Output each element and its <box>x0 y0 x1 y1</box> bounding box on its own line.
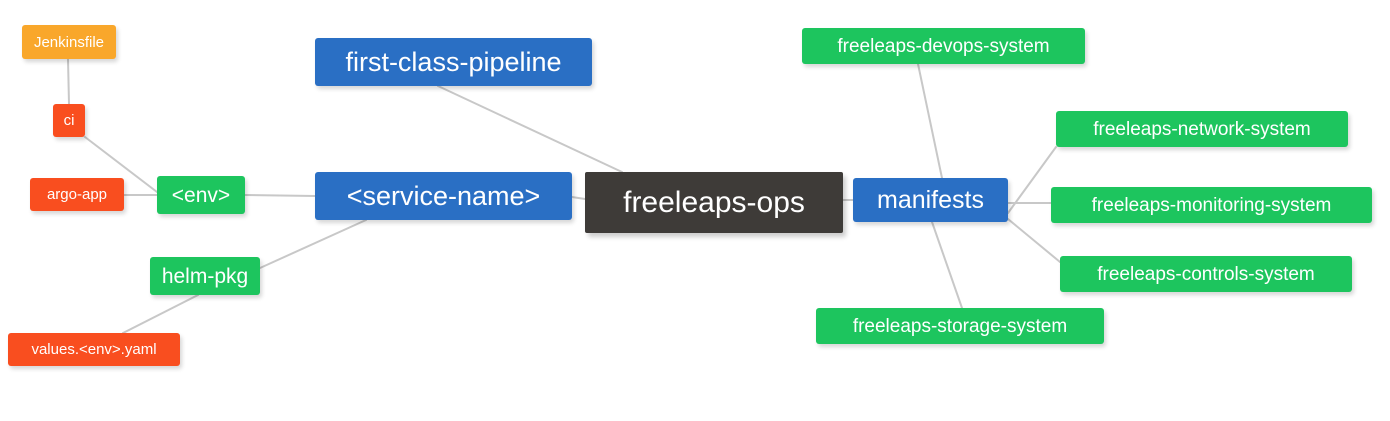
edge-env-to-service-name <box>244 194 316 197</box>
edge-first-class-pipeline-to-freeleaps-ops <box>437 85 623 173</box>
node-label: helm-pkg <box>161 264 249 288</box>
edge-manifests-to-network-system <box>1007 146 1057 214</box>
node-label: <env> <box>171 183 231 207</box>
node-label: freeleaps-devops-system <box>837 35 1050 57</box>
edge-jenkinsfile-to-ci <box>67 58 70 105</box>
mindmap-node-service-name[interactable]: <service-name> <box>315 172 572 220</box>
mindmap-node-helm-pkg[interactable]: helm-pkg <box>150 257 260 295</box>
node-label: manifests <box>877 185 984 214</box>
node-label: freeleaps-monitoring-system <box>1091 194 1332 216</box>
mindmap-node-storage-system[interactable]: freeleaps-storage-system <box>816 308 1104 344</box>
edge-helm-pkg-to-values-yaml <box>122 294 199 334</box>
mindmap-node-freeleaps-ops[interactable]: freeleaps-ops <box>585 172 843 233</box>
node-label: freeleaps-storage-system <box>852 315 1068 337</box>
mindmap-node-first-class-pipeline[interactable]: first-class-pipeline <box>315 38 592 86</box>
mindmap-node-values-yaml[interactable]: values.<env>.yaml <box>8 333 180 366</box>
mindmap-node-env[interactable]: <env> <box>157 176 245 214</box>
mindmap-node-controls-system[interactable]: freeleaps-controls-system <box>1060 256 1352 292</box>
node-label: <service-name> <box>346 180 541 211</box>
node-label: freeleaps-network-system <box>1093 118 1311 140</box>
node-label: ci <box>63 112 75 129</box>
edge-manifests-to-controls-system <box>1007 218 1061 263</box>
node-label: freeleaps-ops <box>623 185 805 219</box>
mindmap-node-jenkinsfile[interactable]: Jenkinsfile <box>22 25 116 59</box>
node-label: freeleaps-controls-system <box>1097 263 1315 285</box>
node-label: Jenkinsfile <box>33 33 105 51</box>
edge-manifests-to-storage-system <box>931 221 963 309</box>
edge-manifests-to-devops-system <box>917 63 943 179</box>
mindmap-node-network-system[interactable]: freeleaps-network-system <box>1056 111 1348 147</box>
mindmap-node-monitoring-system[interactable]: freeleaps-monitoring-system <box>1051 187 1372 223</box>
edge-service-name-to-helm-pkg <box>259 219 367 269</box>
mindmap-node-manifests[interactable]: manifests <box>853 178 1008 222</box>
edge-service-name-to-freeleaps-ops <box>571 196 586 200</box>
node-label: values.<env>.yaml <box>31 341 157 358</box>
mindmap-node-devops-system[interactable]: freeleaps-devops-system <box>802 28 1085 64</box>
node-label: argo-app <box>46 186 108 203</box>
mindmap-node-argo-app[interactable]: argo-app <box>30 178 124 211</box>
node-label: first-class-pipeline <box>345 46 562 77</box>
mindmap-node-ci[interactable]: ci <box>53 104 85 137</box>
